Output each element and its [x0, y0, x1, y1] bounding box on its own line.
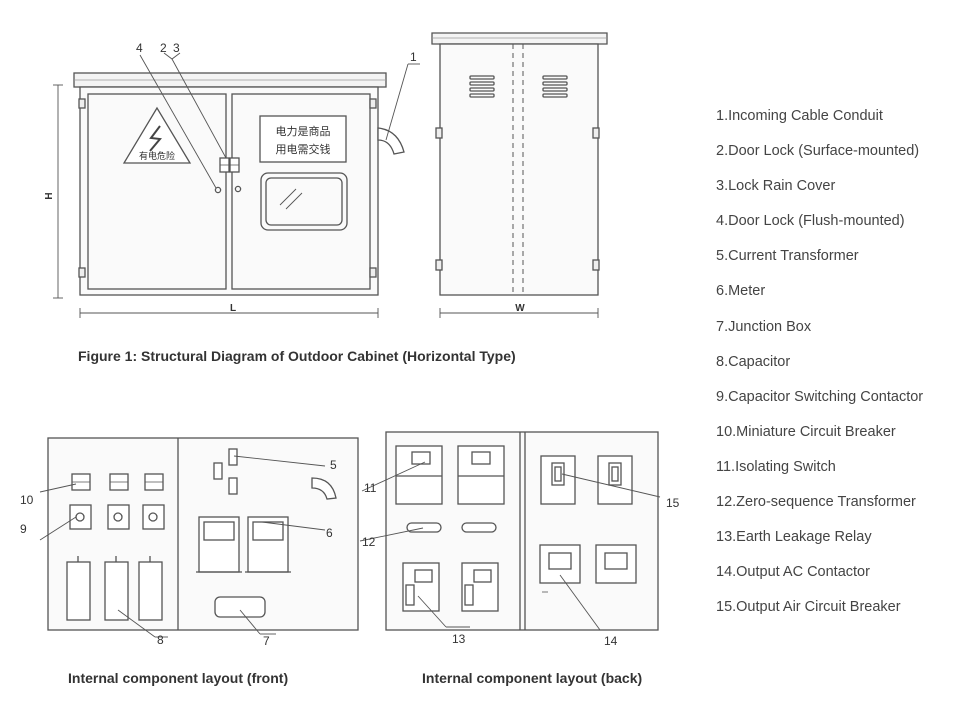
back-layout-caption: Internal component layout (back): [422, 670, 643, 686]
dimension-w: W: [515, 303, 525, 314]
legend-item: 3.Lock Rain Cover: [716, 178, 836, 195]
internal-layout-front: 10 9 8 7 5 6: [20, 437, 359, 648]
legend-item: 11.Isolating Switch: [716, 458, 836, 475]
warning-label: 有电危险: [139, 150, 175, 162]
legend-item: 8.Capacitor: [716, 353, 791, 370]
callout-15: 15: [666, 496, 680, 510]
legend-item: 9.Capacitor Switching Contactor: [716, 388, 924, 405]
dimension-h: H: [44, 192, 55, 199]
callout-13: 13: [452, 632, 466, 646]
legend-item: 14.Output AC Contactor: [716, 564, 870, 581]
callout-14: 14: [604, 634, 618, 648]
callout-11: 11: [364, 481, 377, 495]
callout-6: 6: [326, 526, 333, 540]
component-legend: 1.Incoming Cable Conduit 2.Door Lock (Su…: [716, 106, 923, 632]
legend-item: 6.Meter: [716, 283, 766, 300]
callout-8: 8: [157, 633, 164, 647]
legend-item: 5.Current Transformer: [716, 248, 859, 265]
legend-item: 1.Incoming Cable Conduit: [716, 108, 883, 124]
legend-item: 4.Door Lock (Flush-mounted): [716, 213, 905, 230]
callout-5: 5: [330, 458, 337, 472]
callout-1: 1: [410, 50, 417, 64]
legend-item: 15.Output Air Circuit Breaker: [716, 599, 901, 616]
legend-item: 12.Zero-sequence Transformer: [716, 494, 916, 511]
callout-3: 3: [173, 41, 180, 55]
callout-4: 4: [136, 41, 143, 55]
callout-10: 10: [20, 493, 34, 507]
callout-12: 12: [362, 535, 376, 549]
legend-item: 7.Junction Box: [716, 318, 812, 335]
legend-item: 13.Earth Leakage Relay: [716, 529, 872, 546]
legend-item: 10.Miniature Circuit Breaker: [716, 423, 896, 440]
front-layout-caption: Internal component layout (front): [68, 670, 289, 686]
callout-7: 7: [263, 634, 270, 648]
cabinet-side-view: W: [431, 32, 608, 318]
cabinet-front-view: 有电危险 电力是商品 用电需交钱 H L 4 2 3: [44, 41, 420, 318]
slogan-line-1: 电力是商品: [276, 124, 331, 138]
callout-9: 9: [20, 522, 27, 536]
internal-layout-back: 11 12 13 14 15: [359, 431, 680, 648]
figure1-caption: Figure 1: Structural Diagram of Outdoor …: [78, 348, 516, 364]
dimension-l: L: [230, 303, 236, 314]
legend-item: 2.Door Lock (Surface-mounted): [716, 143, 920, 160]
slogan-line-2: 用电需交钱: [276, 142, 331, 156]
callout-2: 2: [160, 41, 167, 55]
